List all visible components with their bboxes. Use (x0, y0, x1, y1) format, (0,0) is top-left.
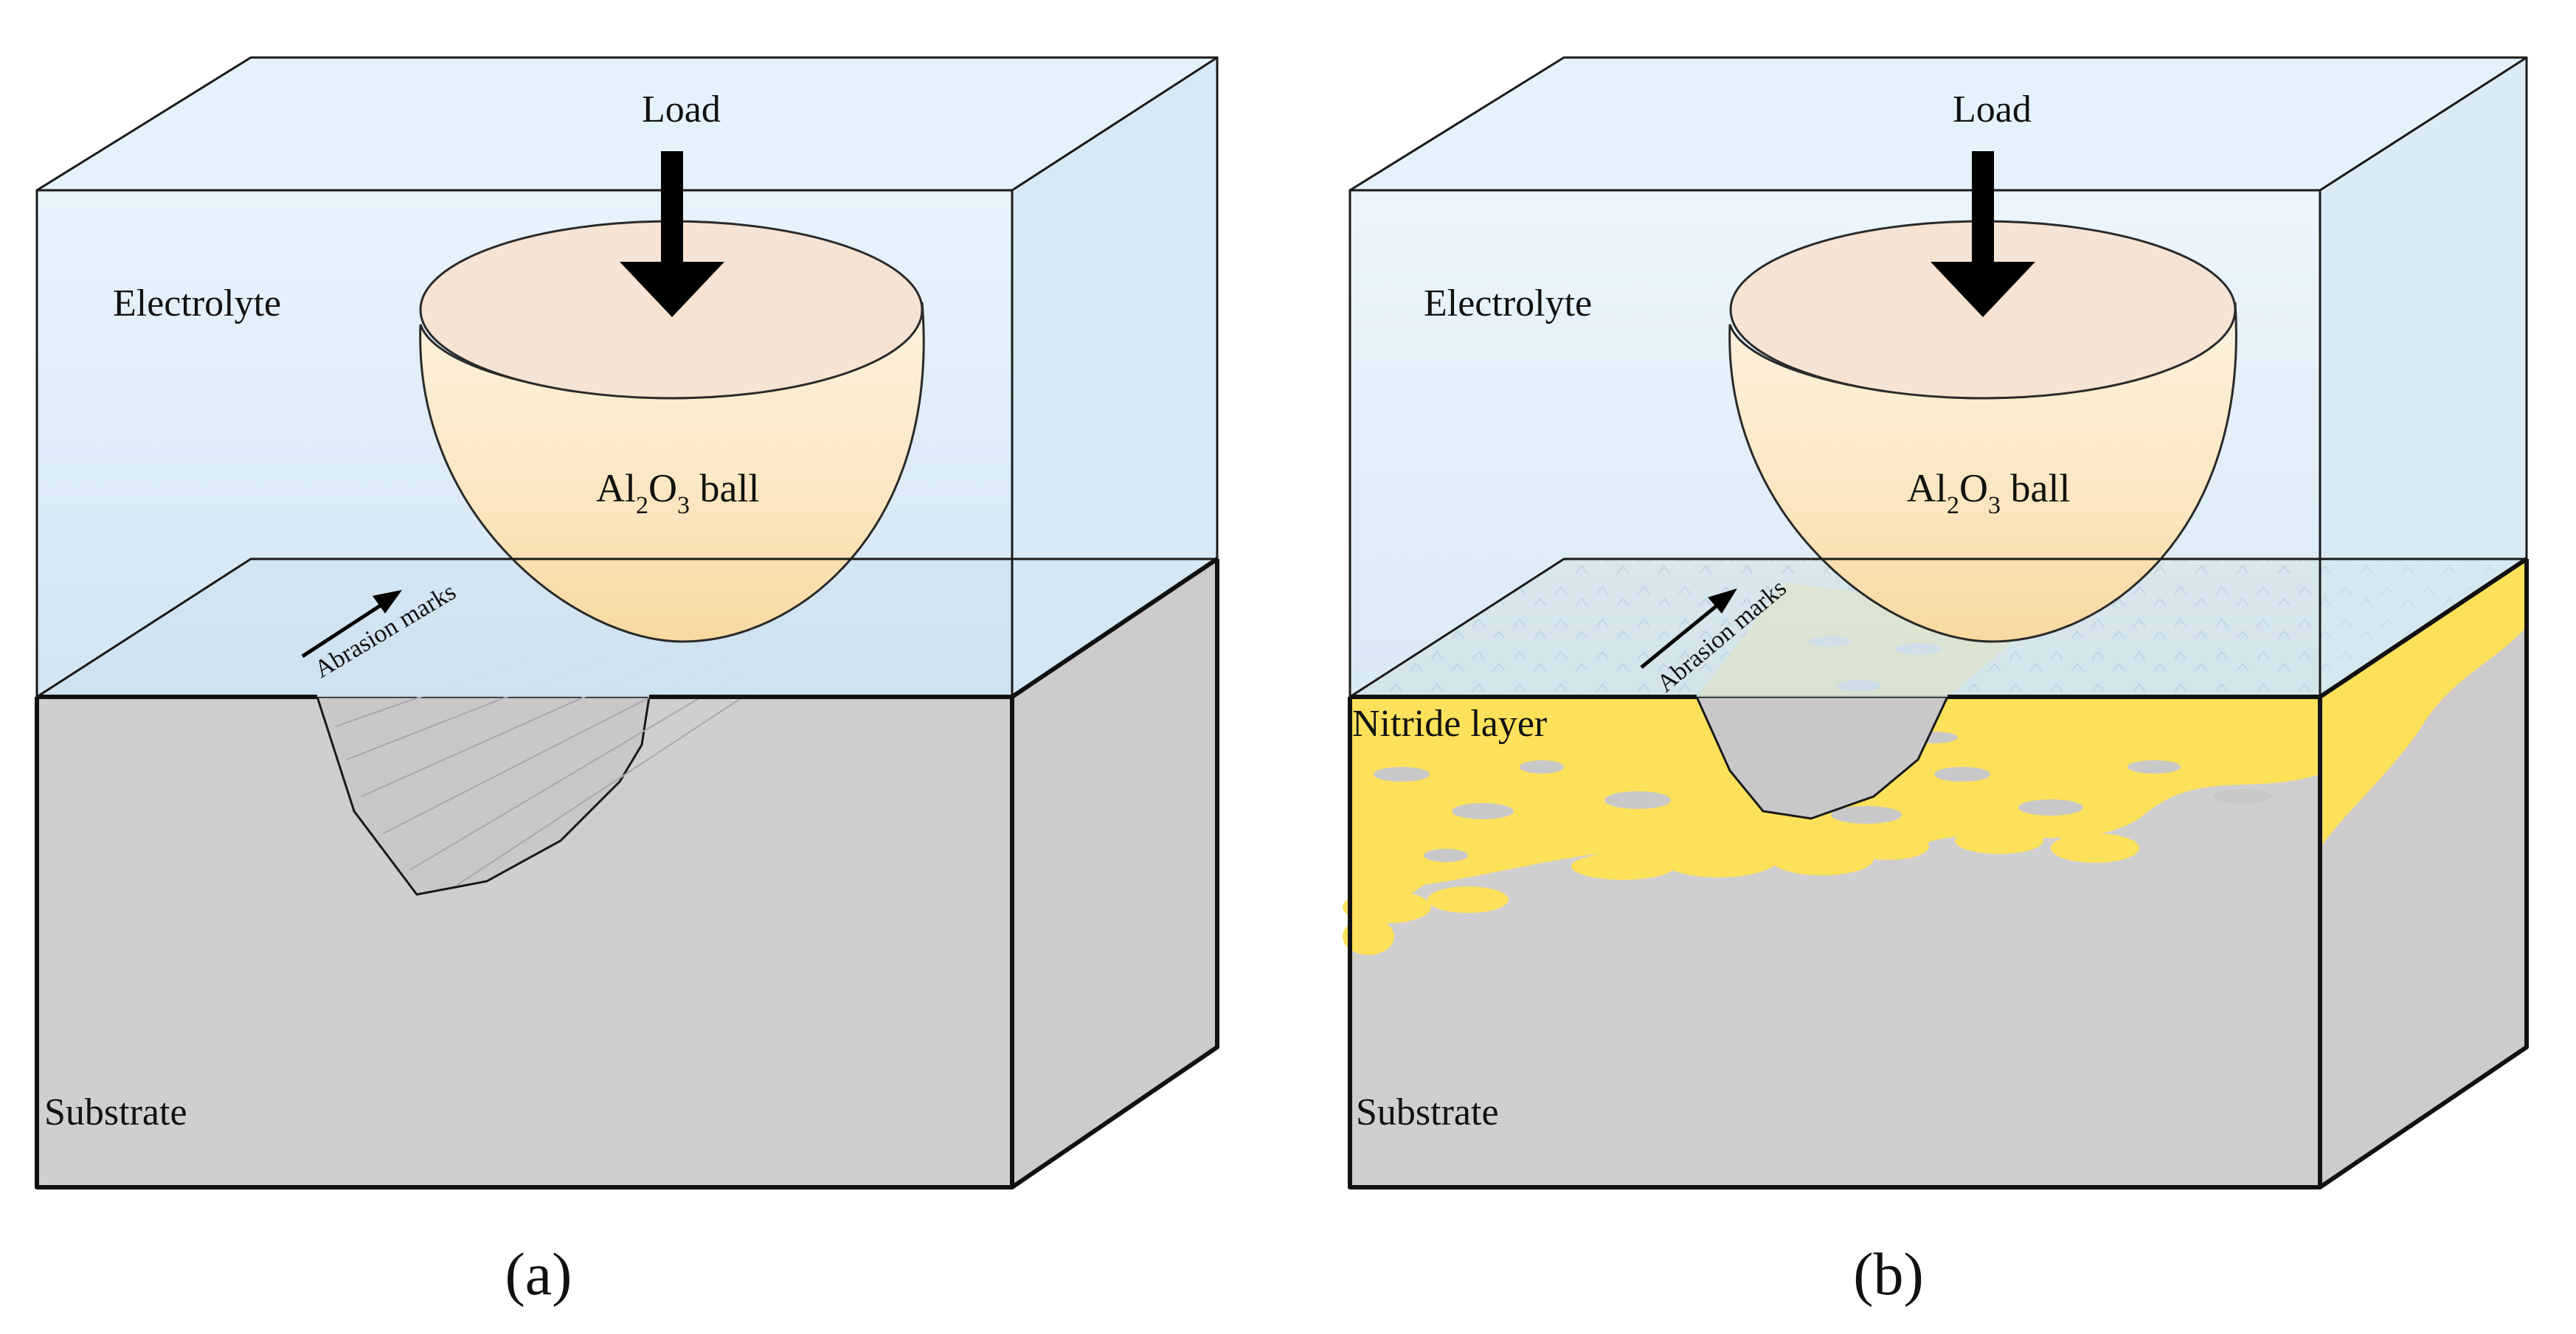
electrolyte-top (1350, 58, 2527, 190)
panel-a: Load Electrolyte Al2O3 ball Abrasion mar… (35, 56, 1219, 1189)
substrate-label: Substrate (1356, 1091, 1499, 1133)
electrolyte-label: Electrolyte (113, 282, 281, 324)
nitride-blobs (1343, 827, 2139, 955)
electrolyte-side (1012, 58, 1217, 697)
substrate-label: Substrate (44, 1091, 187, 1133)
electrolyte-top (37, 58, 1217, 190)
substrate-front-face (37, 697, 1012, 1187)
nitride-layer-label: Nitride layer (1352, 703, 1547, 745)
load-label: Load (1953, 88, 2032, 131)
wear-groove (315, 695, 651, 896)
load-arrow (620, 151, 724, 317)
electrolyte-side (2320, 58, 2527, 697)
caption-a: (a) (505, 1240, 572, 1307)
substrate-side-face (1012, 559, 1217, 1187)
abrasion-arrow (1640, 588, 1737, 669)
abrasion-arrow (301, 590, 402, 659)
nitride-side-band (2320, 559, 2527, 848)
ball-label: Al2O3 ball (1907, 466, 2070, 519)
wear-groove (1694, 695, 1950, 820)
panel-b: Load Electrolyte Al2O3 ball Abrasion mar… (1343, 56, 2529, 1189)
caption-b: (b) (1853, 1240, 1924, 1307)
ball-label: Al2O3 ball (596, 466, 759, 519)
load-label: Load (642, 88, 721, 131)
load-arrow (1931, 151, 2035, 317)
electrolyte-label: Electrolyte (1424, 282, 1592, 324)
